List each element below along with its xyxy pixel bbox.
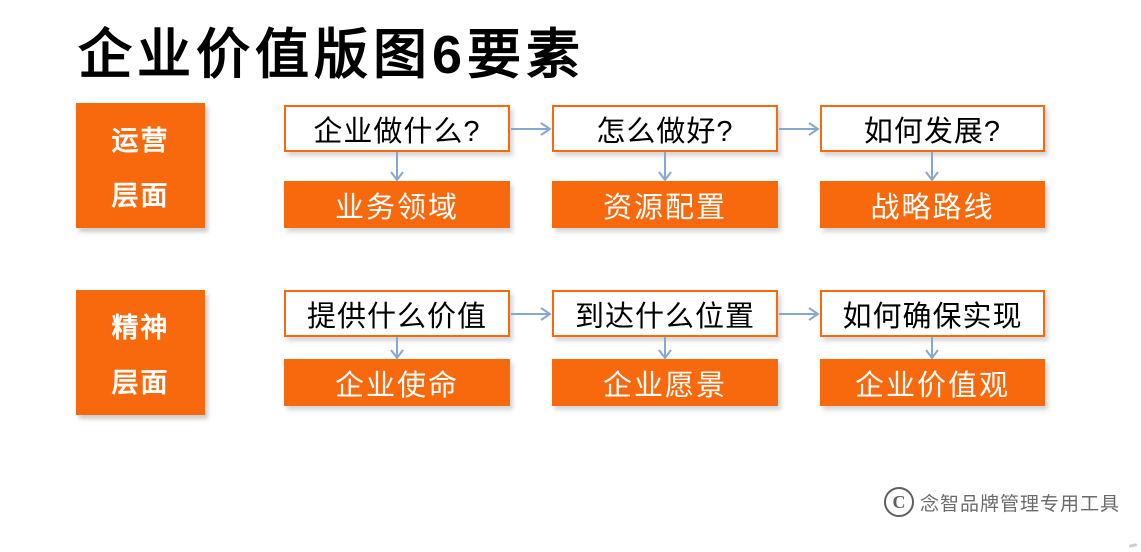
down-arrow-icon <box>657 337 673 360</box>
right-arrow-icon <box>511 121 553 137</box>
question-box-value-provided: 提供什么价值 <box>284 290 510 337</box>
question-box-business: 企业做什么? <box>284 105 510 152</box>
answer-box-business-domain: 业务领域 <box>284 181 510 228</box>
row-label-line: 运营 <box>111 125 170 156</box>
copyright-icon: C <box>884 487 914 517</box>
row-label-line: 精神 <box>111 312 170 343</box>
answer-box-mission: 企业使命 <box>284 359 510 406</box>
watermark-text: 念智品牌管理专用工具 <box>920 493 1121 515</box>
right-arrow-icon <box>511 306 553 322</box>
down-arrow-icon <box>389 152 405 182</box>
answer-box-values: 企业价值观 <box>820 359 1045 406</box>
down-arrow-icon <box>924 152 940 182</box>
down-arrow-icon <box>657 152 673 182</box>
question-box-development: 如何发展? <box>820 105 1045 152</box>
right-arrow-icon <box>779 121 821 137</box>
answer-box-vision: 企业愿景 <box>552 359 778 406</box>
row-label-spiritual: 精神 层面 <box>76 290 205 415</box>
down-arrow-icon <box>389 337 405 360</box>
answer-box-resource-allocation: 资源配置 <box>552 181 778 228</box>
question-box-ensure-realization: 如何确保实现 <box>820 290 1045 337</box>
row-label-operational: 运营 层面 <box>76 103 205 228</box>
down-arrow-icon <box>924 337 940 360</box>
question-box-position: 到达什么位置 <box>552 290 778 337</box>
answer-box-strategic-route: 战略路线 <box>820 181 1045 228</box>
row-label-line: 层面 <box>111 180 170 211</box>
row-label-line: 层面 <box>111 367 170 398</box>
watermark: C 念智品牌管理专用工具 <box>884 487 1120 517</box>
page-title: 企业价值版图6要素 <box>78 25 586 85</box>
question-box-how-well: 怎么做好? <box>552 105 778 152</box>
right-arrow-icon <box>779 306 821 322</box>
corner-artifact <box>1128 543 1138 548</box>
